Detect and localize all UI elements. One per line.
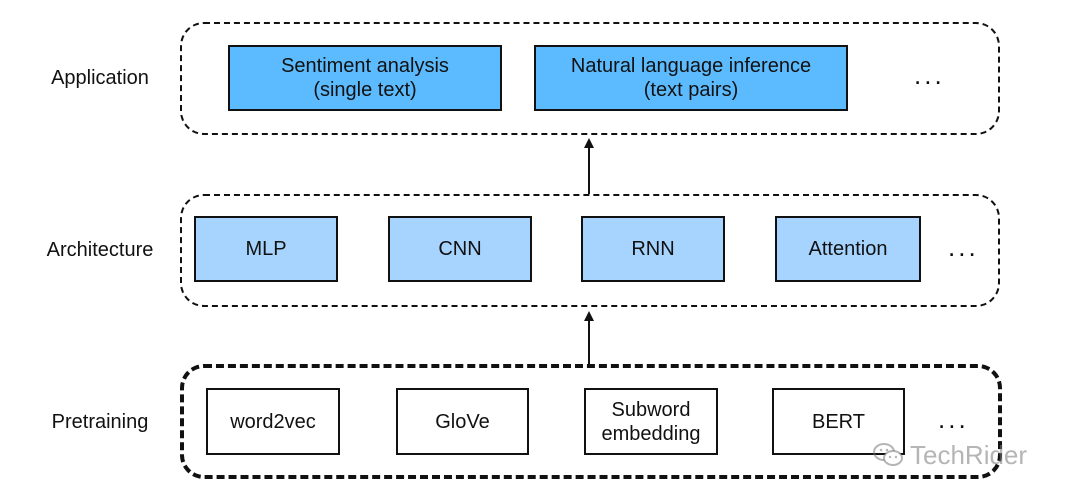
application-box-line1: Sentiment analysis — [281, 55, 449, 77]
row-label-application: Application — [51, 67, 149, 89]
application-container — [180, 22, 1000, 135]
architecture-box-label: MLP — [245, 238, 287, 260]
application-box-natural-language-inference: Natural language inference (text pairs) — [534, 45, 848, 111]
architecture-ellipsis: ... — [948, 232, 979, 262]
architecture-box-attention: Attention — [775, 216, 921, 282]
pretraining-box-word2vec: word2vec — [206, 388, 340, 455]
architecture-box-label: CNN — [438, 238, 482, 260]
application-ellipsis: ... — [914, 60, 945, 90]
pretraining-box-glove: GloVe — [396, 388, 529, 455]
pretraining-box-label: GloVe — [435, 410, 490, 433]
architecture-box-label: Attention — [808, 238, 888, 260]
pretraining-box-line2: embedding — [601, 422, 701, 445]
pretraining-box-label: BERT — [812, 410, 865, 433]
watermark-text: TechRider — [910, 440, 1028, 470]
application-box-sentiment-analysis: Sentiment analysis (single text) — [228, 45, 502, 111]
pretraining-ellipsis: ... — [938, 404, 969, 434]
watermark: TechRider — [872, 438, 1027, 472]
architecture-box-rnn: RNN — [581, 216, 725, 282]
architecture-box-mlp: MLP — [194, 216, 338, 282]
architecture-box-cnn: CNN — [388, 216, 532, 282]
pretraining-box-label: word2vec — [230, 410, 316, 433]
architecture-container — [180, 194, 1000, 307]
pretraining-box-subword-embedding: Subword embedding — [584, 388, 718, 455]
application-box-line2: (single text) — [313, 79, 417, 101]
row-label-pretraining: Pretraining — [51, 411, 149, 433]
architecture-box-label: RNN — [631, 238, 675, 260]
application-box-line1: Natural language inference — [570, 55, 812, 77]
row-label-architecture: Architecture — [46, 239, 154, 261]
wechat-icon — [873, 443, 903, 466]
pretraining-container — [180, 364, 1002, 479]
application-box-line2: (text pairs) — [643, 79, 739, 101]
pretraining-box-line1: Subword — [611, 398, 691, 421]
